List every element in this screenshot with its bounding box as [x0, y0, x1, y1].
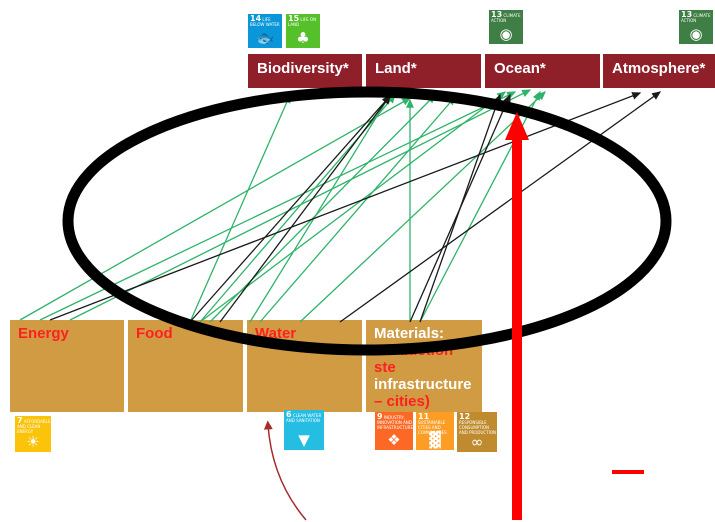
food-box: Food	[128, 320, 243, 412]
sun-icon: ☀	[26, 433, 40, 451]
materials-line1: Production	[374, 342, 454, 359]
materials-line2: ste	[374, 359, 396, 376]
atmosphere-label: Atmosphere*	[612, 60, 706, 77]
ocean-box: Ocean*	[485, 54, 600, 88]
land-box: Land*	[366, 54, 481, 88]
eye-icon: ◉	[499, 25, 513, 43]
materials-line3: infrastructure	[374, 376, 472, 393]
biodiversity-label: Biodiversity*	[257, 60, 349, 77]
sdg14-icon: 14 LIFE BELOW WATER 🐟	[248, 14, 282, 48]
sdg12-icon: 12 RESPONSIBLE CONSUMPTION AND PRODUCTIO…	[457, 412, 497, 452]
energy-label: Energy	[18, 325, 69, 342]
materials-line4: – cities)	[374, 393, 430, 410]
water-box: Water	[247, 320, 362, 412]
highlight-ellipse	[62, 86, 672, 356]
sdg15-icon: 15 LIFE ON LAND ♣	[286, 14, 320, 48]
black-arrows	[49, 91, 662, 323]
food-label: Food	[136, 325, 173, 342]
red-dash	[612, 470, 644, 474]
city-icon: ▓	[429, 431, 441, 449]
sdg13-icon: 13 CLIMATE ACTION ◉	[679, 10, 713, 44]
biodiversity-box: Biodiversity*	[248, 54, 362, 88]
atmosphere-box: Atmosphere*	[603, 54, 715, 88]
materials-title: Materials:	[374, 325, 445, 342]
sdg9-icon: 9 INDUSTRY, INNOVATION AND INFRASTRUCTUR…	[375, 412, 413, 450]
eye-icon: ◉	[689, 25, 703, 43]
infinity-icon: ∞	[470, 433, 484, 451]
sdg11-icon: 11 SUSTAINABLE CITIES AND COMMUNITIES ▓	[416, 412, 454, 450]
cubes-icon: ❖	[387, 431, 401, 449]
tree-icon: ♣	[296, 29, 310, 47]
sdg13-icon: 13 CLIMATE ACTION ◉	[489, 10, 523, 44]
fish-icon: 🐟	[255, 29, 275, 47]
water-drop-icon: ▼	[298, 431, 310, 449]
sdg6-icon: 6 CLEAN WATER AND SANITATION ▼	[284, 410, 324, 450]
sdg7-icon: 7 AFFORDABLE AND CLEAN ENERGY ☀	[15, 416, 51, 452]
materials-box: Materials: Production ste infrastructure…	[366, 320, 482, 412]
green-arrows	[19, 89, 546, 323]
energy-box: Energy	[10, 320, 124, 412]
ocean-label: Ocean*	[494, 60, 546, 77]
land-label: Land*	[375, 60, 417, 77]
red-vertical-arrow	[505, 112, 529, 520]
water-label: Water	[255, 325, 297, 342]
